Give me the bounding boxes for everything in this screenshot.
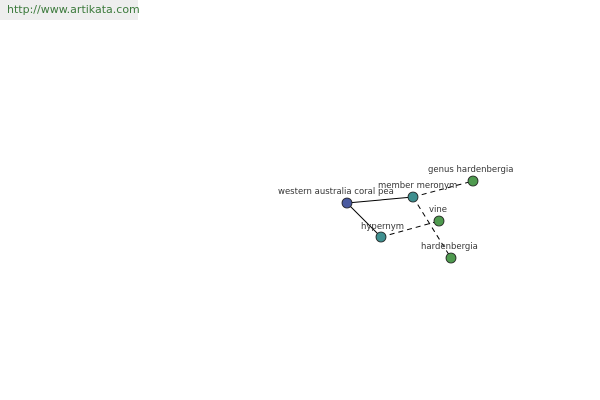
node-vine[interactable]	[433, 215, 445, 227]
node-member-meronym[interactable]	[407, 191, 419, 203]
node-label-root: western australia coral pea	[278, 187, 394, 197]
node-root[interactable]	[341, 197, 353, 209]
site-url-banner[interactable]: http://www.artikata.com	[0, 0, 140, 20]
node-label-hardenbergia: hardenbergia	[421, 242, 478, 252]
node-label-hypernym: hypernym	[361, 222, 404, 232]
edge-hypernym-to-vine	[380, 220, 440, 238]
edge-root-to-hypernym	[346, 202, 382, 238]
node-genus-hardenbergia[interactable]	[467, 175, 479, 187]
edge-member-meronym-to-hardenbergia	[412, 196, 452, 259]
node-label-member-meronym: member meronym	[378, 181, 457, 191]
edge-member-meronym-to-genus-hardenbergia	[412, 180, 474, 198]
node-hypernym[interactable]	[375, 231, 387, 243]
node-label-vine: vine	[429, 205, 447, 215]
edges-layer	[346, 180, 474, 259]
nodes-layer	[341, 175, 479, 264]
node-hardenbergia[interactable]	[445, 252, 457, 264]
edge-root-to-member-meronym	[346, 196, 414, 204]
node-label-genus-hardenbergia: genus hardenbergia	[428, 165, 513, 175]
